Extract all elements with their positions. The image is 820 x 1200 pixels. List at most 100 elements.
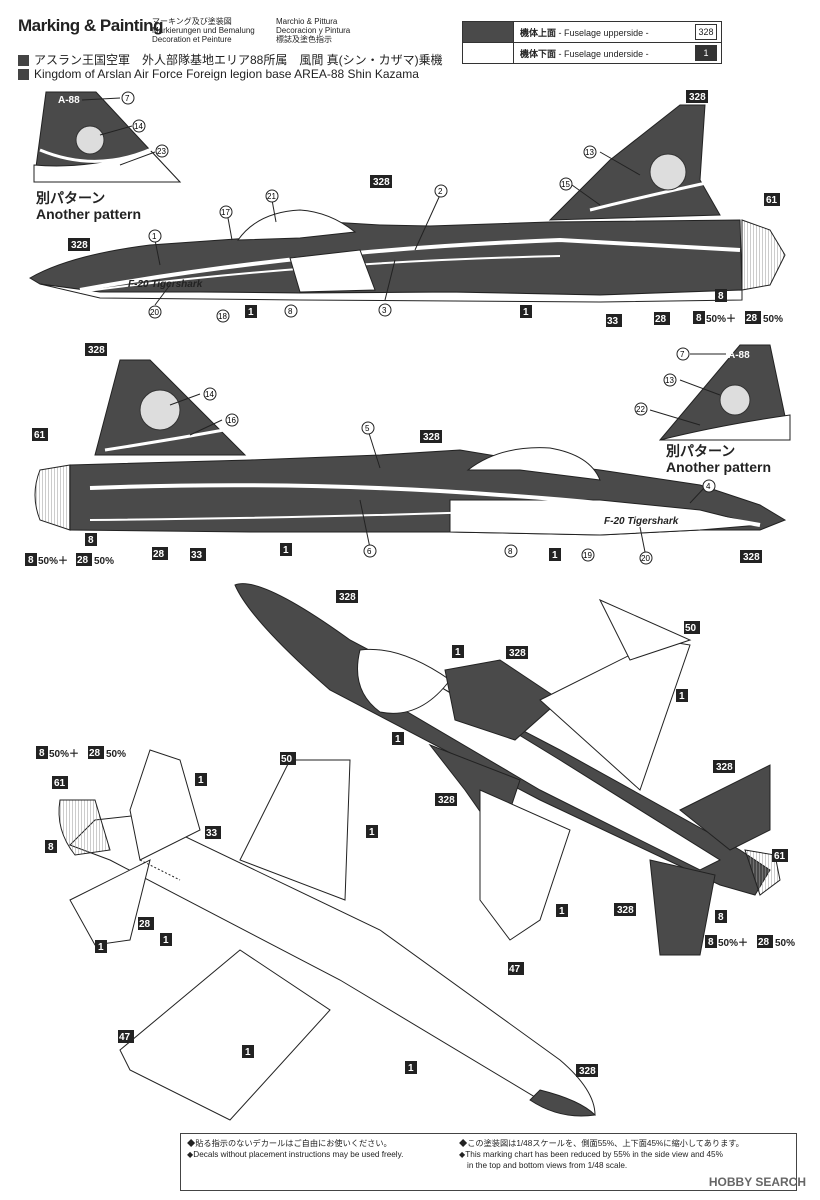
svg-text:5: 5 [365,424,370,433]
svg-text:1: 1 [369,827,375,838]
label-28-bottom: 28 [138,917,154,930]
svg-text:1: 1 [408,1063,414,1074]
legend-row-upperside: 機体上面 - Fuselage upperside - 328 [463,22,721,43]
footer-notes: ◆貼る指示のないデカールはご自由にお使いください。 ◆Decals withou… [180,1133,797,1191]
label-1-top-c: 1 [392,732,404,745]
svg-text:328: 328 [339,592,356,603]
bullet-square-icon [18,55,29,67]
svg-text:1: 1 [679,691,685,702]
label-328-top-wing: 328 [506,646,528,659]
svg-text:3: 3 [382,306,387,315]
label-328-top-tail: 328 [713,760,735,773]
label-8-bottom: 8 [45,840,57,853]
svg-text:1: 1 [559,906,565,917]
svg-text:8: 8 [708,937,714,948]
svg-text:1: 1 [198,775,204,786]
mix-note-sv1: 8 50%＋ 28 50% [693,311,783,325]
svg-text:8: 8 [48,842,54,853]
svg-text:F-20 Tigershark: F-20 Tigershark [128,279,203,290]
label-328-sv2-tail: 328 [85,343,107,356]
label-328-top-nose: 328 [336,590,358,603]
label-328-sv2-mid: 328 [420,430,442,443]
svg-text:20: 20 [641,554,650,563]
top-view-plan [234,583,781,956]
svg-text:14: 14 [134,122,143,131]
svg-text:18: 18 [218,312,227,321]
tail-detail-top-left: A-88 [33,91,182,183]
svg-text:28: 28 [655,314,667,325]
decal-callout: 22 [634,402,648,416]
bullet-square-icon [18,69,29,81]
svg-text:1: 1 [152,232,157,241]
label-8-sv1: 8 [715,289,727,302]
decal-callout: 7 [121,91,135,105]
svg-text:328: 328 [743,552,760,563]
decal-callout: 14 [203,387,217,401]
svg-text:47: 47 [119,1032,131,1043]
label-328-sv1-tail: 328 [686,90,708,103]
label-33-sv2: 33 [190,548,206,561]
svg-text:50%: 50% [775,938,795,949]
svg-text:50%＋: 50%＋ [49,748,79,760]
label-61-top: 61 [772,849,788,862]
svg-text:20: 20 [150,308,159,317]
decal-callout: 6 [363,544,377,558]
label-1-bottom-e: 1 [242,1045,254,1058]
label-61-bottom: 61 [52,776,68,789]
decal-callout: 13 [583,145,597,159]
svg-text:50%: 50% [94,556,114,567]
label-328-top-lwing: 328 [435,793,457,806]
svg-text:21: 21 [267,192,276,201]
svg-text:33: 33 [191,550,203,561]
mix-note-sv2: 8 50%＋ 28 50% [25,553,114,567]
legend-code-1: 1 [695,45,717,61]
svg-text:328: 328 [438,795,455,806]
label-61-sv1: 61 [764,193,780,206]
decal-callout: 17 [219,205,233,219]
svg-text:A-88: A-88 [58,95,80,106]
decal-callout: 1 [148,229,162,243]
svg-text:1: 1 [163,935,169,946]
decal-callout: 5 [361,421,375,435]
page-title: Marking & Painting [18,16,163,35]
svg-text:28: 28 [89,748,101,759]
svg-text:8: 8 [696,313,702,324]
svg-text:28: 28 [758,937,770,948]
footer-note-right: ◆この塗装図は1/48スケールを、側面55%、上下面45%に縮小してあります。 … [459,1139,744,1170]
label-47-top: 47 [508,962,524,975]
svg-text:61: 61 [34,430,46,441]
svg-text:28: 28 [746,313,758,324]
decal-callout: 20 [639,551,653,565]
svg-text:14: 14 [205,390,214,399]
svg-text:1: 1 [523,307,529,318]
code-labels: 328 328 328 61 1 1 8 33 28 8 50%＋ 28 50%… [25,90,795,1077]
bottom-view-plan [58,749,597,1121]
mix-note-bottom: 8 50%＋ 28 50% [36,746,126,760]
svg-text:1: 1 [552,550,558,561]
title-translations-1: マーキング及び塗装図 Markierungen und Bemalung Dec… [152,17,255,44]
svg-text:23: 23 [157,147,166,156]
svg-text:8: 8 [28,555,34,566]
svg-text:50: 50 [281,754,293,765]
another-pattern-label-left: 別パターン Another pattern [36,190,141,222]
decal-callouts: 7 14 23 13 15 21 17 2 1 3 20 18 8 14 16 … [121,91,716,565]
svg-text:1: 1 [455,647,461,658]
svg-text:328: 328 [579,1066,596,1077]
svg-text:50%＋: 50%＋ [718,937,748,949]
tail-detail-right: A-88 [649,344,791,441]
legend-swatch-dark [463,22,514,42]
subtitle-jp: アスラン王国空軍 外人部隊基地エリア88所属 風間 真(シン・カザマ)乗機 [18,51,443,68]
svg-text:8: 8 [288,307,293,316]
svg-text:28: 28 [139,919,151,930]
svg-text:61: 61 [774,851,786,862]
decal-callout: 14 [132,119,146,133]
svg-text:1: 1 [283,545,289,556]
svg-text:50%＋: 50%＋ [706,313,736,325]
mix-note-top: 8 50%＋ 28 50% [705,935,795,949]
label-8-top: 8 [715,910,727,923]
svg-text:61: 61 [54,778,66,789]
decal-callout: 7 [676,347,690,361]
decal-callout: 4 [702,479,716,493]
label-1-sv2-a: 1 [280,543,292,556]
title-translations-2: Marchio & Pittura Decoracion y Pintura 標… [276,17,351,44]
